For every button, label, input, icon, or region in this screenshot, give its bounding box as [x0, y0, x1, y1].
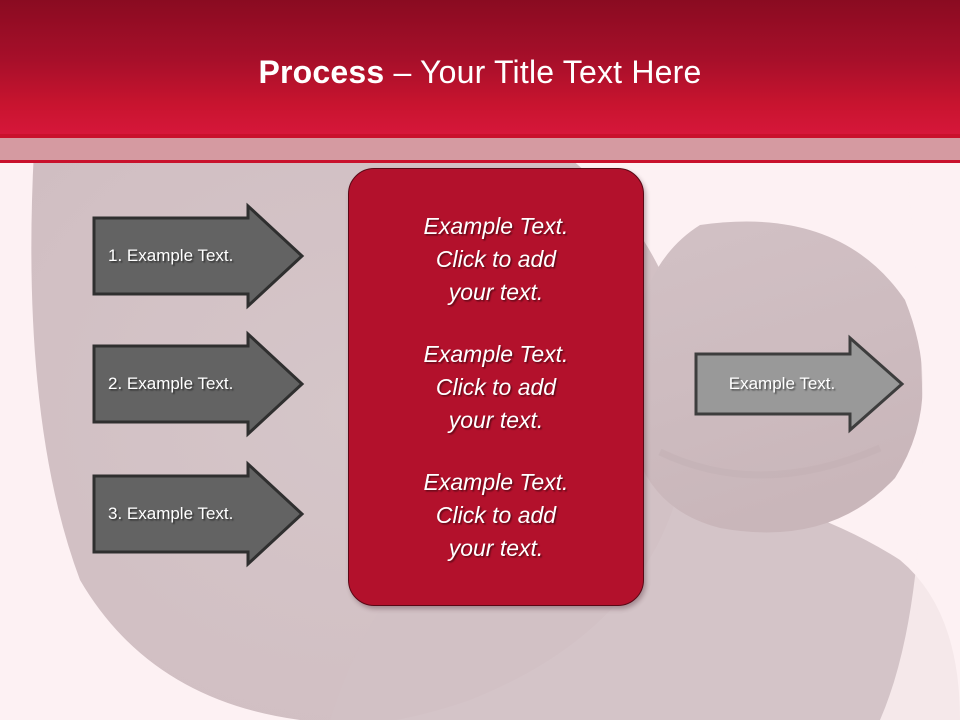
header-rule-top [0, 134, 960, 138]
header-band [0, 0, 960, 134]
header-rule-bottom [0, 160, 960, 163]
arrow-shape-icon [92, 202, 305, 310]
background-corner-tint-right [880, 150, 960, 720]
process-output-arrow[interactable]: Example Text. [694, 332, 906, 436]
process-arrow-3[interactable]: 3. Example Text. [92, 460, 305, 568]
background-corner-tint-left [0, 150, 300, 720]
arrow-shape-icon [92, 460, 305, 568]
header-pink-band [0, 138, 960, 160]
process-arrow-2[interactable]: 2. Example Text. [92, 330, 305, 438]
card-text-block-3: Example Text. Click to add your text. [423, 468, 569, 561]
page-title-strong: Process [258, 54, 385, 90]
page-title: Process – Your Title Text Here [0, 52, 960, 92]
center-content-card[interactable]: Example Text. Click to add your text. Ex… [348, 168, 644, 606]
card-text-block-2: Example Text. Click to add your text. [423, 340, 569, 433]
arrow-shape-icon [92, 330, 305, 438]
card-text-block-1: Example Text. Click to add your text. [423, 212, 569, 305]
process-arrow-1[interactable]: 1. Example Text. [92, 202, 305, 310]
background-blob-crease [658, 444, 882, 479]
page-title-rest: – Your Title Text Here [384, 54, 702, 90]
arrow-shape-icon [694, 334, 905, 434]
